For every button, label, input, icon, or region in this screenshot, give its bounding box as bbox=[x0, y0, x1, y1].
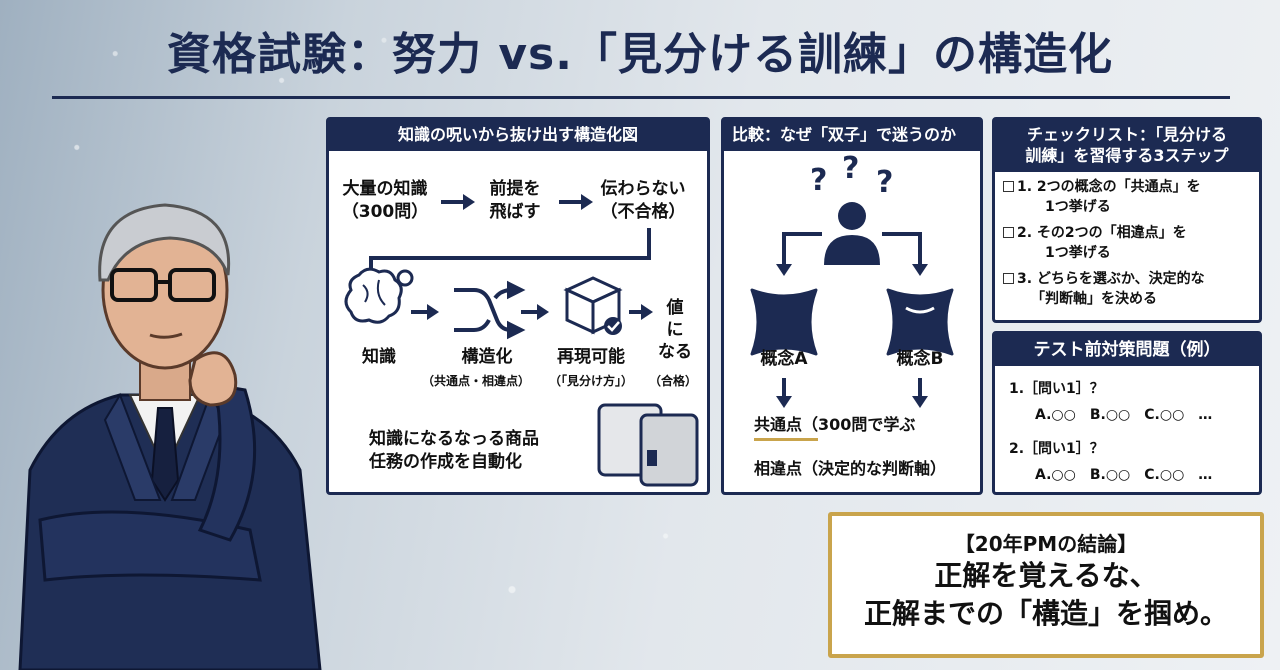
svg-text:?: ? bbox=[842, 151, 859, 186]
flow-step-skip-line1: 前提を bbox=[489, 179, 541, 199]
structure-diagram-panel: 知識の呪いから抜け出す構造化図 大量の知識 （300問） 前提を 飛ばす 伝わら… bbox=[326, 117, 710, 495]
checkbox-icon bbox=[1003, 227, 1014, 238]
brain-gear-icon bbox=[344, 267, 414, 324]
comparison-diagram: ??? bbox=[750, 151, 954, 441]
flow-node-structure: 構造化 bbox=[461, 347, 513, 367]
comparison-panel: 比較：なぜ「双子」で迷うのか ??? 概念A 概念B 共通点（300問で学ぶ 相… bbox=[721, 117, 983, 495]
checklist-item-2-line2: 1つ挙げる bbox=[1045, 244, 1111, 261]
common-points-term: 共通点 bbox=[754, 415, 803, 434]
flow-step-fail: 伝わらない （不合格） bbox=[591, 178, 695, 224]
box-check-icon bbox=[563, 276, 623, 335]
automation-note-line1: 知識になるなっる商品 bbox=[369, 429, 539, 449]
flow-node-structure-sub: （共通点・相違点） bbox=[421, 374, 530, 388]
flow-step-knowledge: 大量の知識 （300問） bbox=[335, 178, 435, 224]
title-underline bbox=[52, 96, 1230, 99]
flow-step-fail-line1: 伝わらない bbox=[600, 179, 686, 199]
checklist-item-2-line1: 2. その2つの「相違点」を bbox=[1017, 225, 1187, 241]
question-1: 1.［問い1］？ bbox=[1009, 381, 1104, 397]
checklist-item-1-line2: 1つ挙げる bbox=[1045, 198, 1111, 215]
checklist-item-3-line1: 3. どちらを選ぶか、決定的な bbox=[1017, 271, 1205, 287]
flow-node-reproducible-sub: （「見分け方」） bbox=[548, 374, 633, 388]
concept-b-shape-icon bbox=[886, 288, 954, 356]
shuffle-icon bbox=[454, 280, 526, 340]
flow-step-knowledge-line1: 大量の知識 bbox=[342, 179, 428, 199]
concept-a-shape-icon bbox=[750, 288, 818, 356]
flow-step-fail-line2: （不合格） bbox=[600, 201, 686, 222]
flow-node-reproducible: 再現可能 bbox=[557, 347, 625, 367]
checklist-header-line2: 訓練」を習得する3ステップ bbox=[1025, 145, 1229, 165]
automation-note: 知識になるなっる商品 任務の作成を自動化 bbox=[369, 428, 599, 474]
comparison-header: 比較：なぜ「双子」で迷うのか bbox=[724, 120, 980, 151]
practice-questions-panel: テスト前対策問題（例） 1.［問い1］？ A.○○ B.○○ C.○○ … 2.… bbox=[992, 331, 1262, 495]
common-underline bbox=[754, 438, 818, 441]
checklist-item-1: 1. 2つの概念の「共通点」を 1つ挙げる bbox=[1003, 178, 1257, 217]
concept-a-label: 概念A bbox=[760, 349, 808, 369]
conclusion-heading: 【20年PMの結論】 bbox=[954, 532, 1138, 556]
structure-diagram-header: 知識の呪いから抜け出す構造化図 bbox=[329, 120, 707, 151]
question-2-options: A.○○ B.○○ C.○○ … bbox=[1035, 467, 1213, 483]
common-points-note: （300問で学ぶ bbox=[802, 415, 916, 434]
flow-step-skip: 前提を 飛ばす bbox=[475, 178, 555, 224]
checklist-item-2: 2. その2つの「相違点」を 1つ挙げる bbox=[1003, 224, 1257, 263]
flow-node-value: 値 に なる bbox=[658, 298, 692, 362]
checklist-panel: チェックリスト：「見分ける 訓練」を習得する3ステップ 1. 2つの概念の「共通… bbox=[992, 117, 1262, 323]
practice-questions-header: テスト前対策問題（例） bbox=[995, 334, 1259, 367]
question-marks-icon: ??? bbox=[810, 151, 893, 200]
flow-arrows bbox=[344, 194, 699, 487]
flow-node-knowledge: 知識 bbox=[362, 347, 396, 367]
checkbox-icon bbox=[1003, 181, 1014, 192]
svg-text:?: ? bbox=[810, 163, 827, 198]
svg-text:?: ? bbox=[876, 165, 893, 200]
question-1-options: A.○○ B.○○ C.○○ … bbox=[1035, 407, 1213, 423]
checklist-header-line1: チェックリスト：「見分ける bbox=[1026, 125, 1227, 144]
flow-step-skip-line2: 飛ばす bbox=[489, 201, 541, 222]
concept-b-label: 概念B bbox=[896, 349, 944, 369]
checkbox-icon bbox=[1003, 273, 1014, 284]
common-points-label: 共通点（300問で学ぶ bbox=[754, 414, 915, 436]
automation-note-line2: 任務の作成を自動化 bbox=[369, 451, 522, 472]
thinking-man-illustration bbox=[18, 203, 322, 670]
flow-step-knowledge-line2: （300問） bbox=[341, 201, 429, 222]
conclusion-line-1: 正解を覚えるな、 bbox=[934, 559, 1158, 592]
checklist-item-1-line1: 1. 2つの概念の「共通点」を bbox=[1017, 179, 1201, 195]
flow-node-value-sub: （合格） bbox=[648, 374, 697, 388]
server-devices-icon bbox=[597, 403, 699, 487]
conclusion-box: 【20年PMの結論】 正解を覚えるな、 正解までの「構造」を掴め。 bbox=[828, 512, 1264, 658]
checklist-header: チェックリスト：「見分ける 訓練」を習得する3ステップ bbox=[995, 120, 1259, 172]
checklist-item-3-line2: 「判断軸」を決める bbox=[1031, 290, 1157, 307]
conclusion-line-2: 正解までの「構造」を掴め。 bbox=[863, 596, 1228, 630]
checklist-item-3: 3. どちらを選ぶか、決定的な 「判断軸」を決める bbox=[1003, 270, 1257, 309]
person-icon bbox=[824, 202, 880, 265]
difference-points-label: 相違点（決定的な判断軸） bbox=[754, 459, 947, 478]
page-title: 資格試験：努力 vs.「見分ける訓練」の構造化 bbox=[167, 29, 1113, 80]
question-2: 2.［問い1］？ bbox=[1009, 441, 1104, 457]
